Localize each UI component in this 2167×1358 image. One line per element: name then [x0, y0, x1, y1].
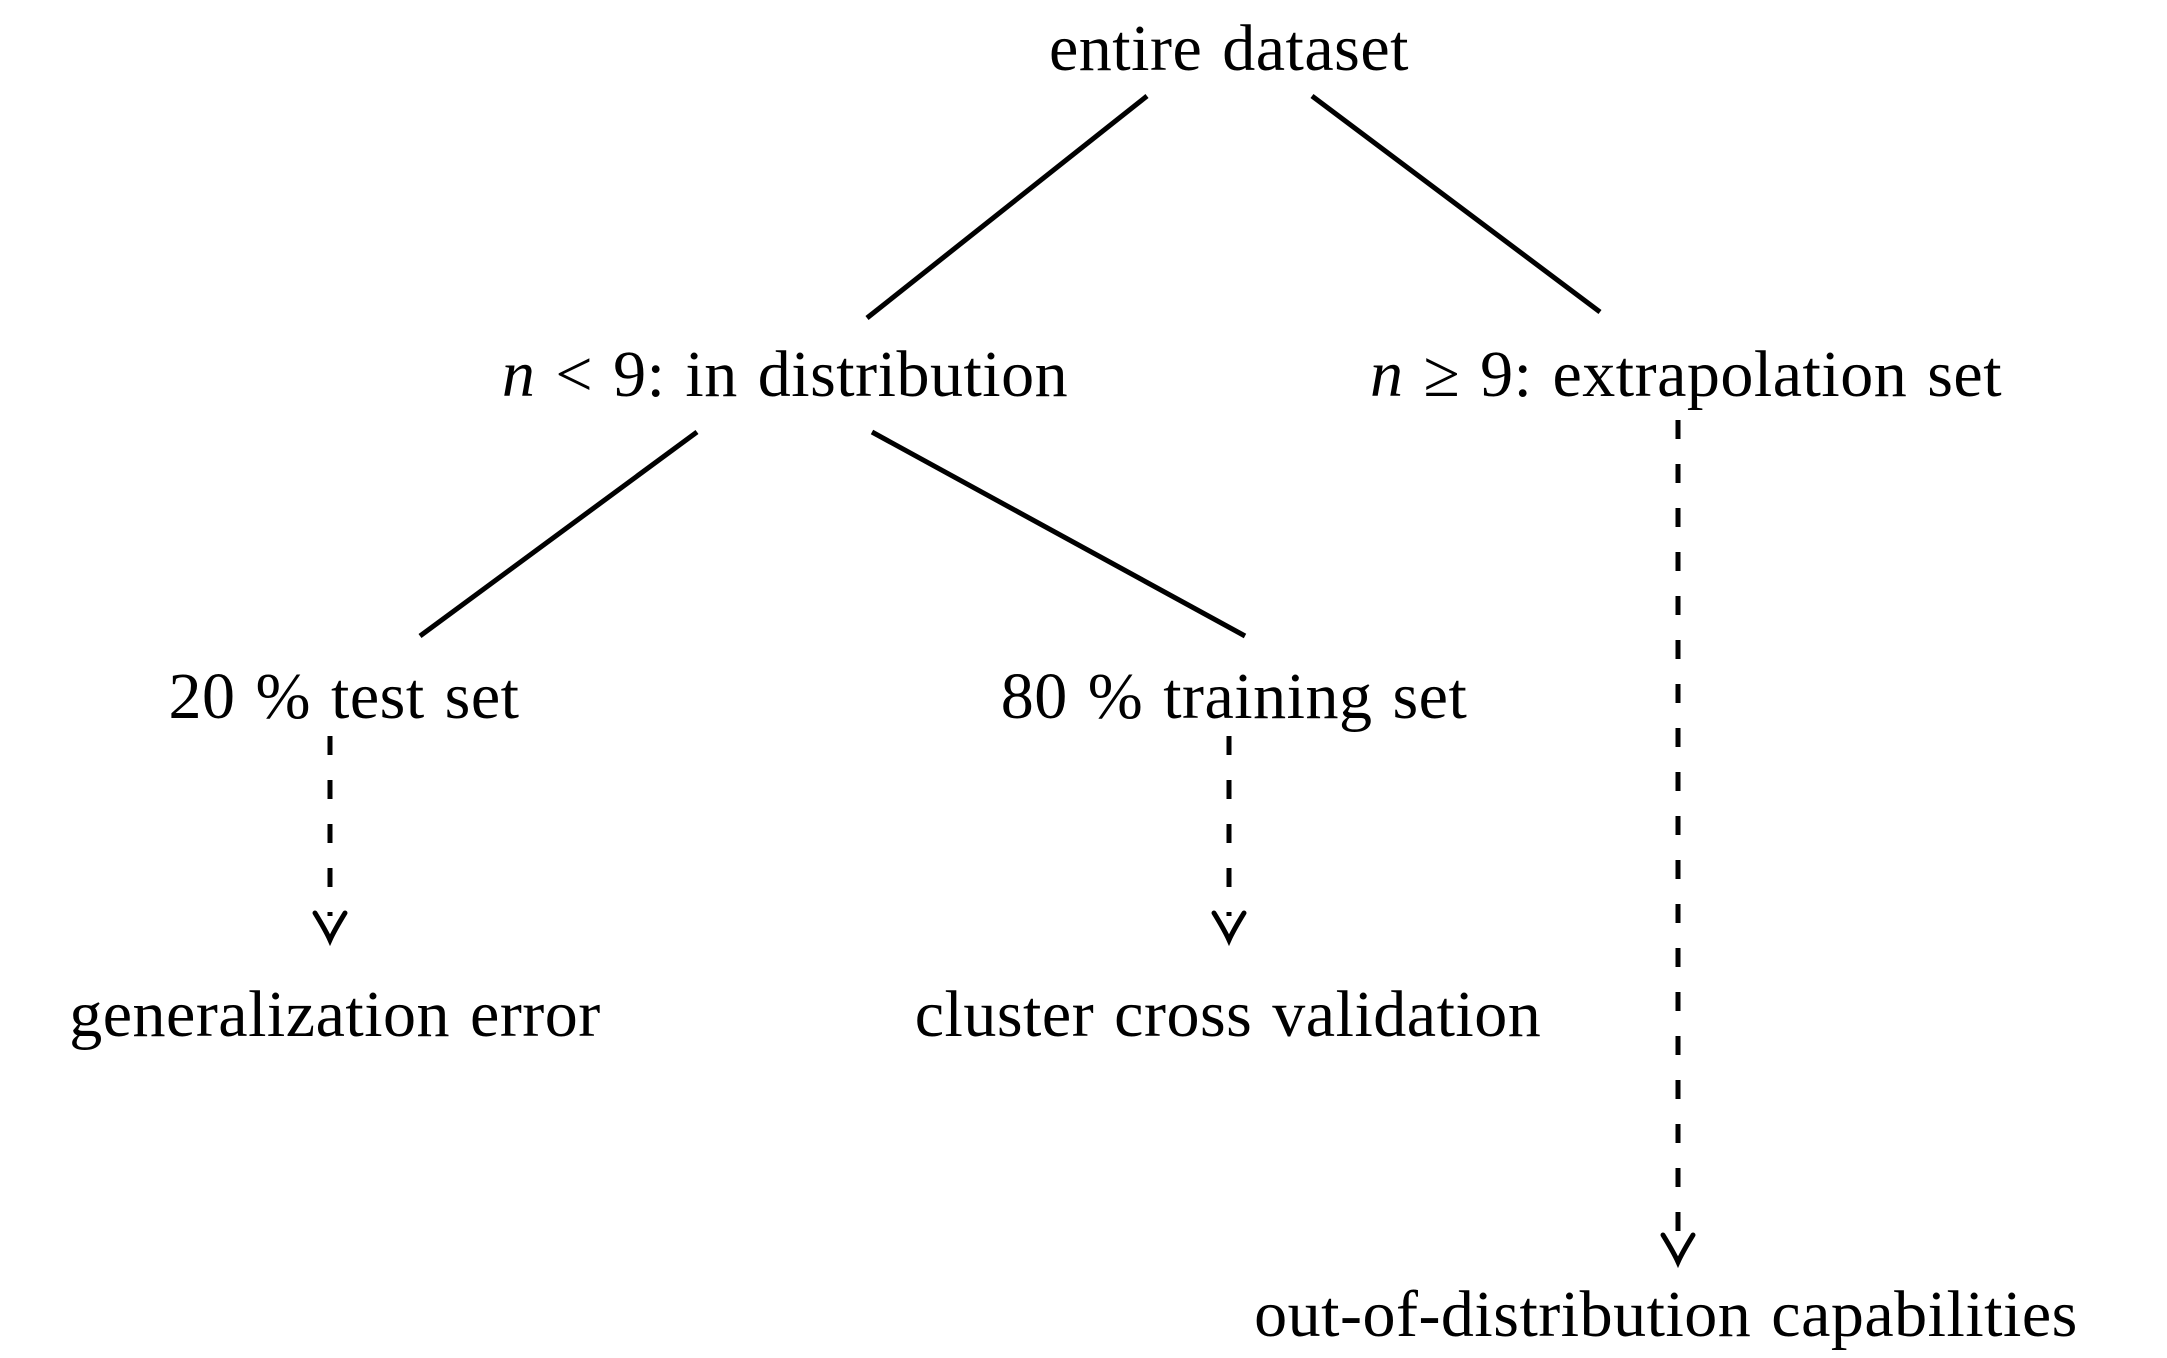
- arrow-test-to-generalization-error: [312, 736, 348, 947]
- edge-in-distribution-to-training-set: [870, 429, 1247, 639]
- edge-root-to-in-distribution: [865, 94, 1149, 320]
- node-test-set: 20 % test set: [169, 664, 520, 730]
- node-generalization-error-label: generalization error: [69, 978, 601, 1051]
- node-extrapolation-set-label: ≥ 9: extrapolation set: [1403, 338, 2003, 411]
- node-out-of-distribution-capabilities-label: out-of-distribution capabilities: [1254, 1278, 2078, 1351]
- node-test-set-label: 20 % test set: [168, 660, 520, 733]
- node-in-distribution: n < 9: in distribution: [502, 342, 1068, 408]
- node-extrapolation-set: n ≥ 9: extrapolation set: [1370, 342, 2002, 408]
- arrow-training-to-cluster-cv: [1211, 736, 1247, 947]
- node-training-set-label: 80 % training set: [1000, 660, 1468, 733]
- node-in-distribution-label: < 9: in distribution: [535, 338, 1069, 411]
- math-var-n: n: [1369, 338, 1404, 411]
- edge-in-distribution-to-test-set: [418, 429, 699, 639]
- node-cluster-cross-validation: cluster cross validation: [915, 982, 1542, 1048]
- math-var-n: n: [501, 338, 536, 411]
- node-cluster-cross-validation-label: cluster cross validation: [914, 978, 1542, 1051]
- node-entire-dataset-label: entire dataset: [1049, 12, 1409, 85]
- node-entire-dataset: entire dataset: [1049, 16, 1409, 82]
- node-out-of-distribution-capabilities: out-of-distribution capabilities: [1254, 1282, 2078, 1348]
- node-generalization-error: generalization error: [69, 982, 601, 1048]
- node-training-set: 80 % training set: [1001, 664, 1468, 730]
- edge-root-to-extrapolation: [1310, 94, 1602, 314]
- arrow-extrapolation-to-ood: [1660, 420, 1696, 1269]
